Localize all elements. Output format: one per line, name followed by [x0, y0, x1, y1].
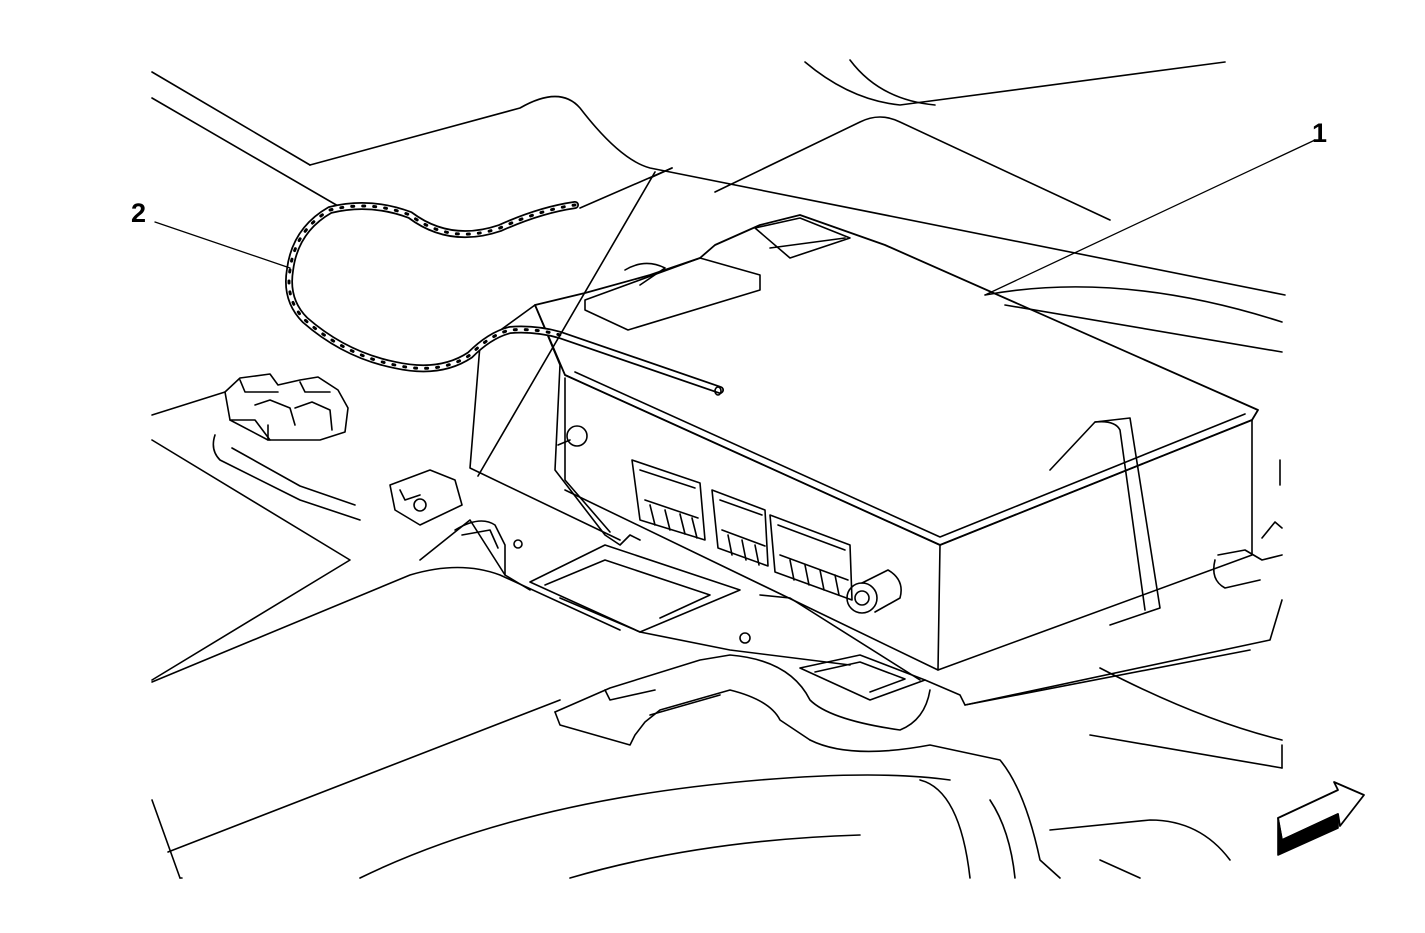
electronic-control-module	[469, 214, 1259, 671]
callout-1: 1	[1312, 118, 1327, 148]
left-connector	[212, 373, 506, 576]
background-panels	[151, 59, 1286, 879]
mounting-tray	[419, 519, 1283, 879]
view-sight-lines	[477, 167, 673, 477]
leader-line-2	[154, 221, 291, 269]
leader-line-1	[984, 139, 1316, 296]
callout-2: 2	[131, 198, 146, 228]
module-connectors	[631, 459, 853, 601]
vehicle-forward-arrow-icon	[1277, 781, 1365, 856]
antenna-cable	[285, 201, 724, 396]
